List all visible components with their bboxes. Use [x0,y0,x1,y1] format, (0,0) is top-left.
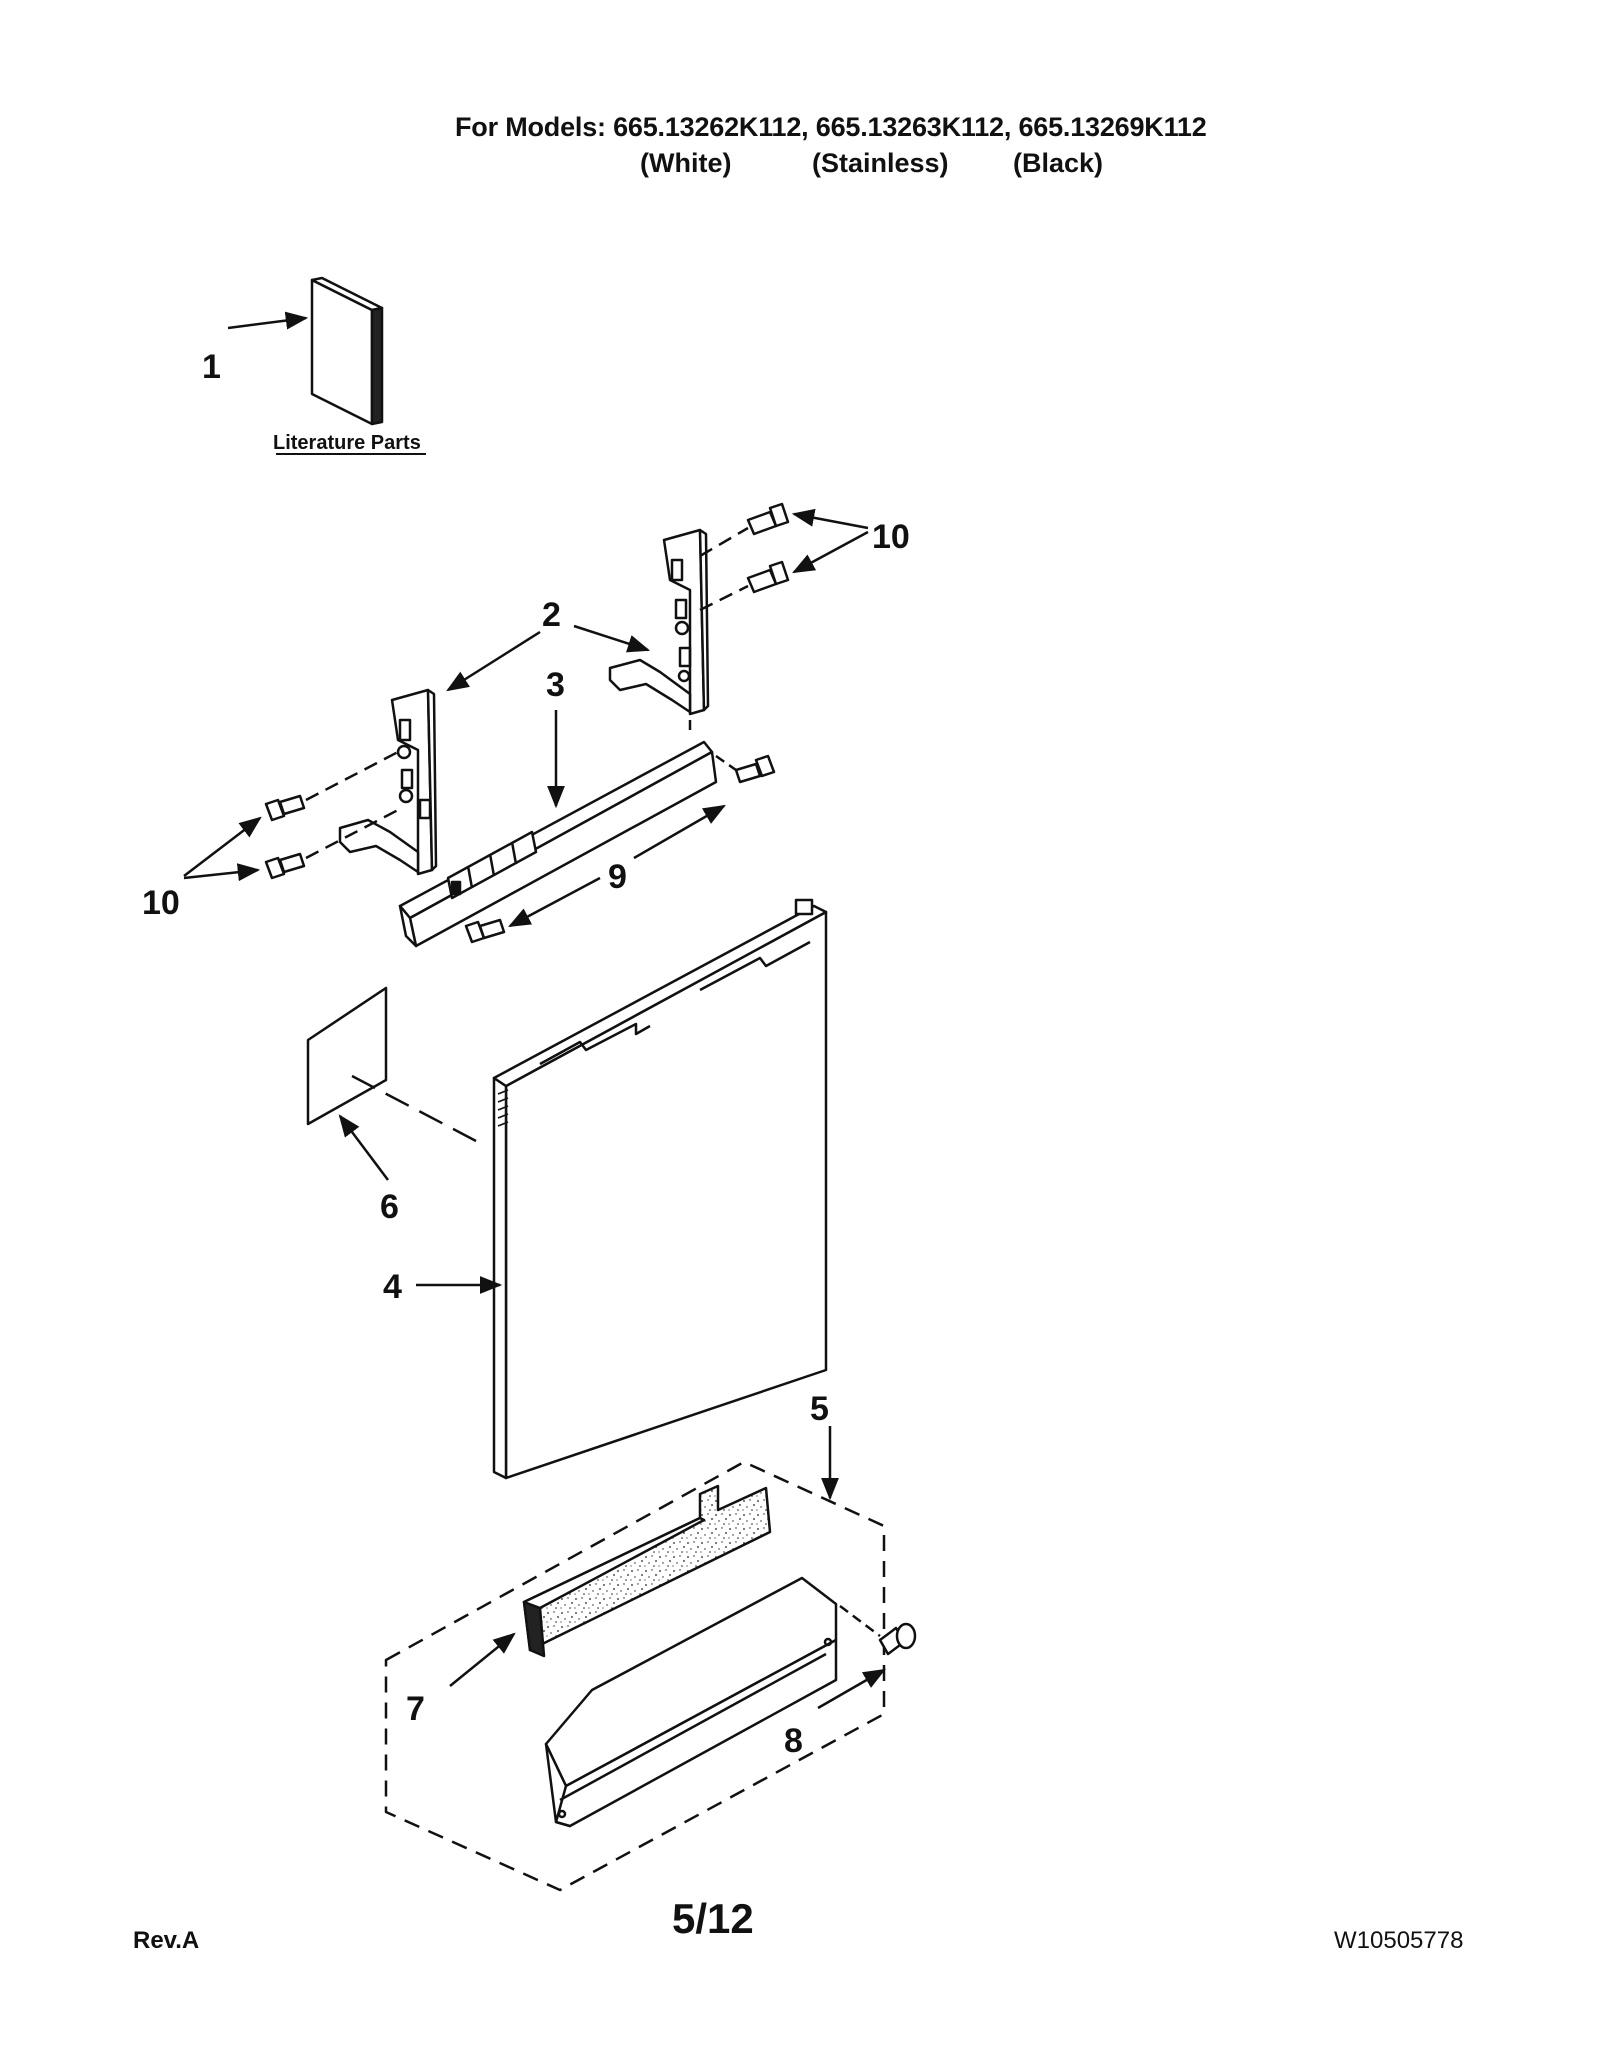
callout-6: 6 [380,1188,399,1226]
screw-path-upper-b [699,584,749,612]
leader-6 [338,1114,389,1181]
leader-7 [449,1632,516,1687]
screw-path-lower-a [305,750,399,802]
screw-10-upper-a [746,502,790,536]
foam-insulation-strip [522,1484,772,1658]
screw-10-upper-b [746,560,790,594]
screw-path-upper-a [699,526,749,558]
hinge-bracket-right [608,528,710,730]
literature-booklet [310,276,384,426]
callout-3: 3 [546,666,565,704]
leader-2-right [573,624,651,653]
literature-parts-label: Literature Parts [273,432,421,454]
callout-2: 2 [542,596,561,634]
leader-10b-1 [183,816,262,877]
screw-path-lower-b [305,808,399,860]
variant-stainless: (Stainless) [812,148,949,178]
variant-white: (White) [640,148,732,178]
variant-black: (Black) [1013,148,1104,178]
callout-7: 7 [406,1690,425,1728]
top-trim-channel [398,740,718,948]
leader-10a-1 [791,508,869,530]
screw-9-right [734,754,776,784]
callout-5: 5 [810,1390,829,1428]
leader-8 [817,1668,886,1710]
door-panel [492,898,828,1480]
callout-10-upper: 10 [872,518,910,556]
callout-1: 1 [202,348,221,386]
screw-8 [878,1622,917,1656]
screw-10-lower-b [264,852,306,880]
callout-10-lower: 10 [142,884,180,922]
hinge-bracket-left [338,688,438,876]
leader-1 [227,311,309,330]
toe-panel-assembly-boundary [384,1460,886,1892]
callout-9: 9 [608,858,627,896]
screw-10-lower-a [264,794,306,822]
leader-9-left [508,876,601,928]
leader-2-left [446,630,541,692]
models-title: For Models: 665.13262K112, 665.13263K112… [455,112,1207,142]
callout-4: 4 [383,1268,402,1306]
screw-path-8 [839,1605,881,1637]
rating-label-sheet [306,986,388,1126]
revision-label: Rev.A [133,1927,200,1954]
label-placement-path [351,1074,479,1144]
leader-10a-2 [792,530,869,574]
document-number: W10505778 [1334,1927,1464,1954]
toe-kick-panel [544,1576,838,1828]
callout-8: 8 [784,1722,803,1760]
leader-10b-2 [183,863,261,882]
screw-path-9 [715,754,737,772]
screw-9-left [464,918,506,944]
leader-9-right [633,804,726,860]
page-number: 5/12 [672,1895,754,1942]
